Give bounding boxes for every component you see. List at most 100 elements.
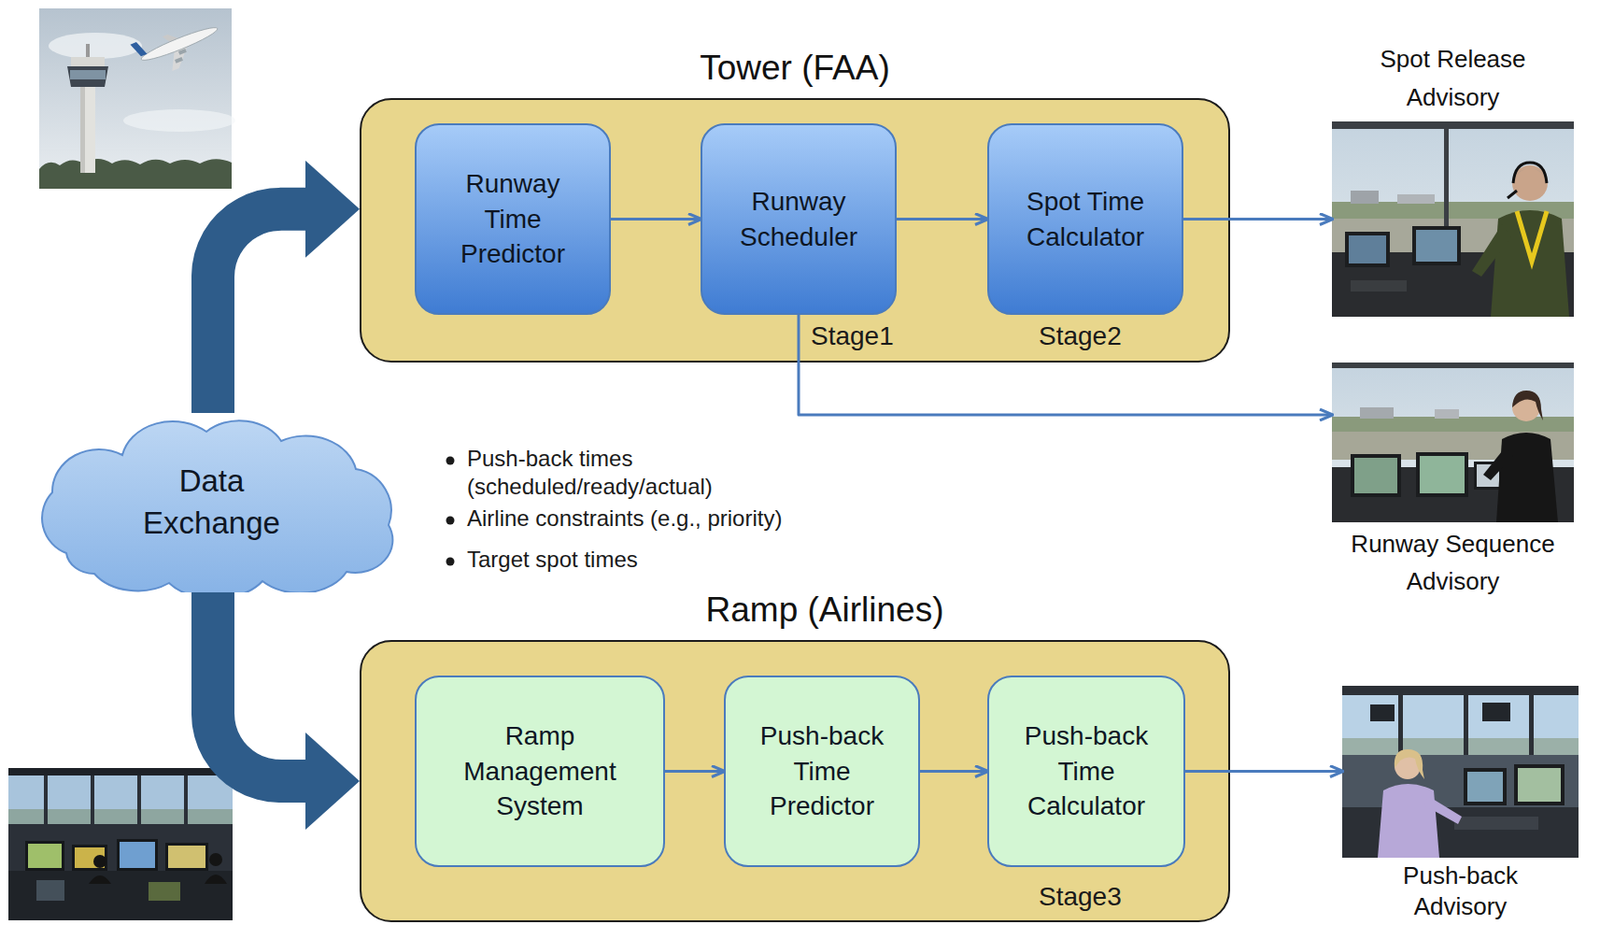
- note-item: Airline constraints (e.g., priority): [467, 504, 782, 533]
- tower-photo-part: [39, 158, 232, 189]
- spot-release-photo-part: [1415, 229, 1458, 262]
- runway-sequence-photo-part: [1359, 407, 1394, 419]
- tower-photo-part: [70, 70, 106, 80]
- ramp-room-photo: [8, 767, 233, 921]
- ramp-room-photo-part: [204, 874, 227, 884]
- data-cloud: Data Exchange: [10, 412, 413, 593]
- spot-release-photo-part: [1348, 235, 1387, 264]
- ramp-room-photo-part: [43, 775, 48, 824]
- spot-release-photo-part: [1331, 121, 1574, 317]
- process-box: Push-back Time Calculator: [987, 675, 1186, 867]
- runway-sequence-photo-part: [1350, 453, 1402, 497]
- flow-arrow: [1185, 769, 1343, 773]
- ramp-room-photo-part: [28, 843, 62, 868]
- tower-photo-part-part: [129, 40, 147, 59]
- tower-photo-part: [48, 32, 142, 59]
- box-label: Runway Time Predictor: [442, 166, 583, 272]
- data-flow-arrow: [212, 209, 308, 413]
- flow-arrow: [665, 769, 724, 773]
- data-flow-arrow: [212, 592, 308, 781]
- cloud-label: Data Exchange: [132, 460, 292, 544]
- runway-sequence-photo: [1331, 362, 1574, 523]
- spot-release-photo-part: [1513, 162, 1547, 184]
- push-back-photo-part: [1467, 771, 1503, 802]
- tower-photo-part-part: [139, 23, 220, 65]
- spot-release-photo-part: [1350, 190, 1379, 204]
- tower-photo-part: [39, 8, 232, 189]
- ramp-room-photo-part: [25, 840, 65, 871]
- push-back-photo-part: [1398, 694, 1403, 755]
- cloud-outline: [10, 412, 413, 593]
- push-back-photo-part: [1482, 702, 1511, 722]
- spot-release-photo-part: [1472, 224, 1512, 277]
- band-heading: Tower (FAA): [699, 47, 891, 89]
- advisory-label: Push-back Advisory: [1367, 860, 1555, 921]
- tower-photo-part: [123, 109, 236, 132]
- spot-release-photo-part: [1350, 280, 1407, 292]
- box-label: Push-back Time Calculator: [1016, 718, 1157, 824]
- ramp-room-photo-part: [168, 845, 206, 868]
- push-back-photo-part: [1463, 767, 1507, 806]
- runway-sequence-photo-part: [1512, 390, 1544, 421]
- push-back-photo: [1342, 685, 1579, 858]
- push-back-photo-part: [1342, 685, 1579, 695]
- band-heading: Ramp (Airlines): [706, 589, 945, 631]
- advisory-label: Spot Release Advisory: [1359, 40, 1547, 116]
- advisory-photo: Spot Release Advisory: [1331, 121, 1574, 317]
- ramp-room-photo-part: [209, 852, 223, 866]
- ramp-room-photo-part: [93, 854, 107, 868]
- push-back-photo-part: [1342, 807, 1579, 858]
- spot-release-photo-part: [1397, 194, 1435, 204]
- ramp-room-photo-part: [36, 879, 65, 901]
- ramp-room-photo-part: [8, 767, 233, 921]
- ramp-room-photo-part: [116, 838, 158, 871]
- ramp-room-photo-part: [90, 775, 95, 824]
- ramp-room-photo-part: [71, 844, 108, 871]
- spot-release-photo-part: [1331, 121, 1574, 129]
- push-back-photo-part: [1517, 767, 1561, 802]
- advisory-photo: Runway Sequence Advisory: [1331, 362, 1574, 523]
- bullet-marks: [446, 456, 455, 567]
- tower-photo-part-part: [178, 48, 187, 56]
- process-box: Spot Time Calculator: [987, 123, 1184, 315]
- flow-arrow: [798, 314, 1332, 415]
- push-back-photo-part: [1424, 795, 1462, 824]
- runway-sequence-photo-part: [1483, 446, 1514, 481]
- push-back-photo-part: [1529, 694, 1534, 755]
- tower-photo-part: [85, 43, 90, 57]
- tower-photo-part-part: [174, 56, 184, 64]
- note-item: Push-back times (scheduled/ready/actual): [467, 444, 785, 501]
- push-back-photo-part: [1342, 694, 1579, 755]
- ramp-room-photo-part: [184, 775, 188, 824]
- runway-sequence-photo-part: [1354, 457, 1398, 494]
- box-label: Spot Time Calculator: [1015, 184, 1156, 255]
- runway-sequence-photo-part: [1331, 362, 1574, 523]
- tower-photo-part: [70, 56, 105, 67]
- push-back-photo-part: [1463, 694, 1469, 755]
- process-box: Runway Time Predictor: [414, 123, 611, 315]
- ramp-room-photo-part: [8, 775, 233, 824]
- tower-photo: [39, 8, 236, 189]
- push-back-photo-part: [1454, 816, 1539, 830]
- bullet-marks-part: [446, 456, 455, 466]
- spot-release-photo-part: [1345, 231, 1390, 268]
- box-label: Push-back Time Predictor: [751, 718, 893, 824]
- flow-arrow: [920, 769, 988, 773]
- flow-arrow: [896, 217, 988, 221]
- ramp-room-photo-part: [119, 841, 156, 868]
- runway-sequence-photo-part: [1496, 432, 1558, 523]
- push-back-photo-part: [1377, 783, 1440, 858]
- ramp-room-photo-part: [165, 842, 209, 871]
- push-back-photo-part: [1370, 704, 1395, 722]
- process-box: Runway Scheduler: [700, 123, 897, 315]
- push-back-photo-part: [1342, 685, 1579, 858]
- stage-label: Stage2: [1038, 319, 1122, 353]
- push-back-photo-part: [1342, 737, 1579, 755]
- push-back-photo-part: [1394, 749, 1425, 779]
- box-label: Ramp Management System: [451, 718, 629, 824]
- push-back-photo-part: [1514, 764, 1565, 806]
- stage-label: Stage3: [1038, 879, 1122, 913]
- note-item: Target spot times: [467, 545, 638, 574]
- runway-sequence-photo-part: [1419, 455, 1465, 494]
- ramp-band: Ramp (Airlines)Ramp Management SystemPus…: [359, 639, 1231, 922]
